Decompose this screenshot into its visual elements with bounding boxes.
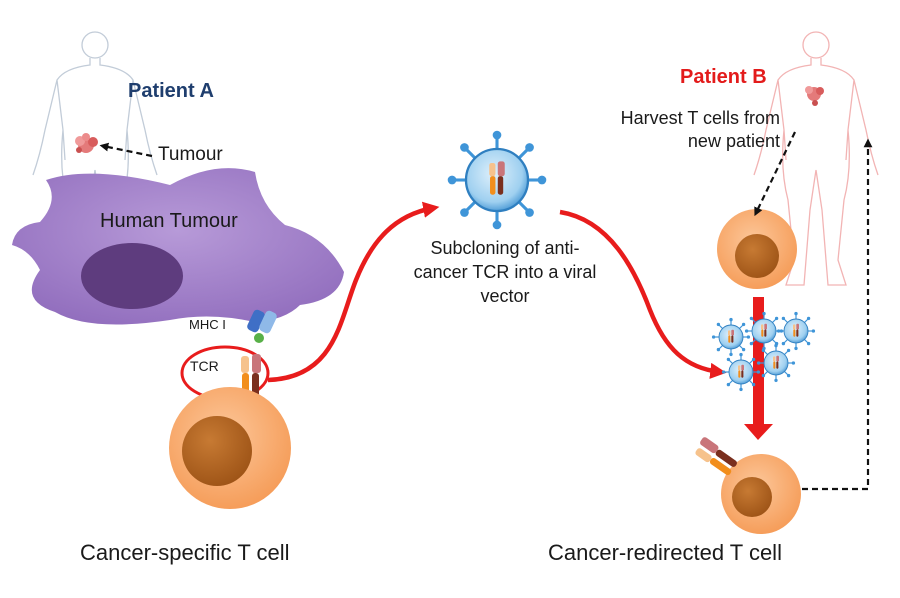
patient-b-tumour-icon xyxy=(805,86,824,106)
viral-vector-icon xyxy=(446,129,548,231)
human-tumour-cell xyxy=(12,168,344,325)
tcr-label: TCR xyxy=(190,358,219,374)
harvested-t-cell-nucleus xyxy=(735,234,779,278)
human-tumour-label: Human Tumour xyxy=(100,210,238,232)
tumour-nucleus xyxy=(81,243,183,309)
tumour-pointer-arrow xyxy=(99,142,153,158)
harvest-arrow xyxy=(754,131,796,217)
tumour-label: Tumour xyxy=(158,144,223,165)
cancer-specific-caption: Cancer-specific T cell xyxy=(80,540,290,565)
cancer-redirected-caption: Cancer-redirected T cell xyxy=(548,540,782,565)
harvest-label: Harvest T cells from new patient xyxy=(620,108,780,151)
patient-a-label: Patient A xyxy=(128,80,214,102)
cancer-redirected-t-cell-nucleus xyxy=(732,477,772,517)
tumour-icon xyxy=(75,133,98,153)
reinfusion-arrow xyxy=(802,138,873,491)
subcloning-label: Subcloning of anti-cancer TCR into a vir… xyxy=(413,238,597,306)
transduction-arrow xyxy=(559,209,727,379)
cancer-specific-t-cell-nucleus xyxy=(182,416,252,486)
mhc-molecule-icon xyxy=(247,309,277,343)
transfer-arrow-to-vector xyxy=(267,201,440,383)
mhc-label: MHC I xyxy=(189,317,226,332)
patient-b-label: Patient B xyxy=(680,66,767,88)
